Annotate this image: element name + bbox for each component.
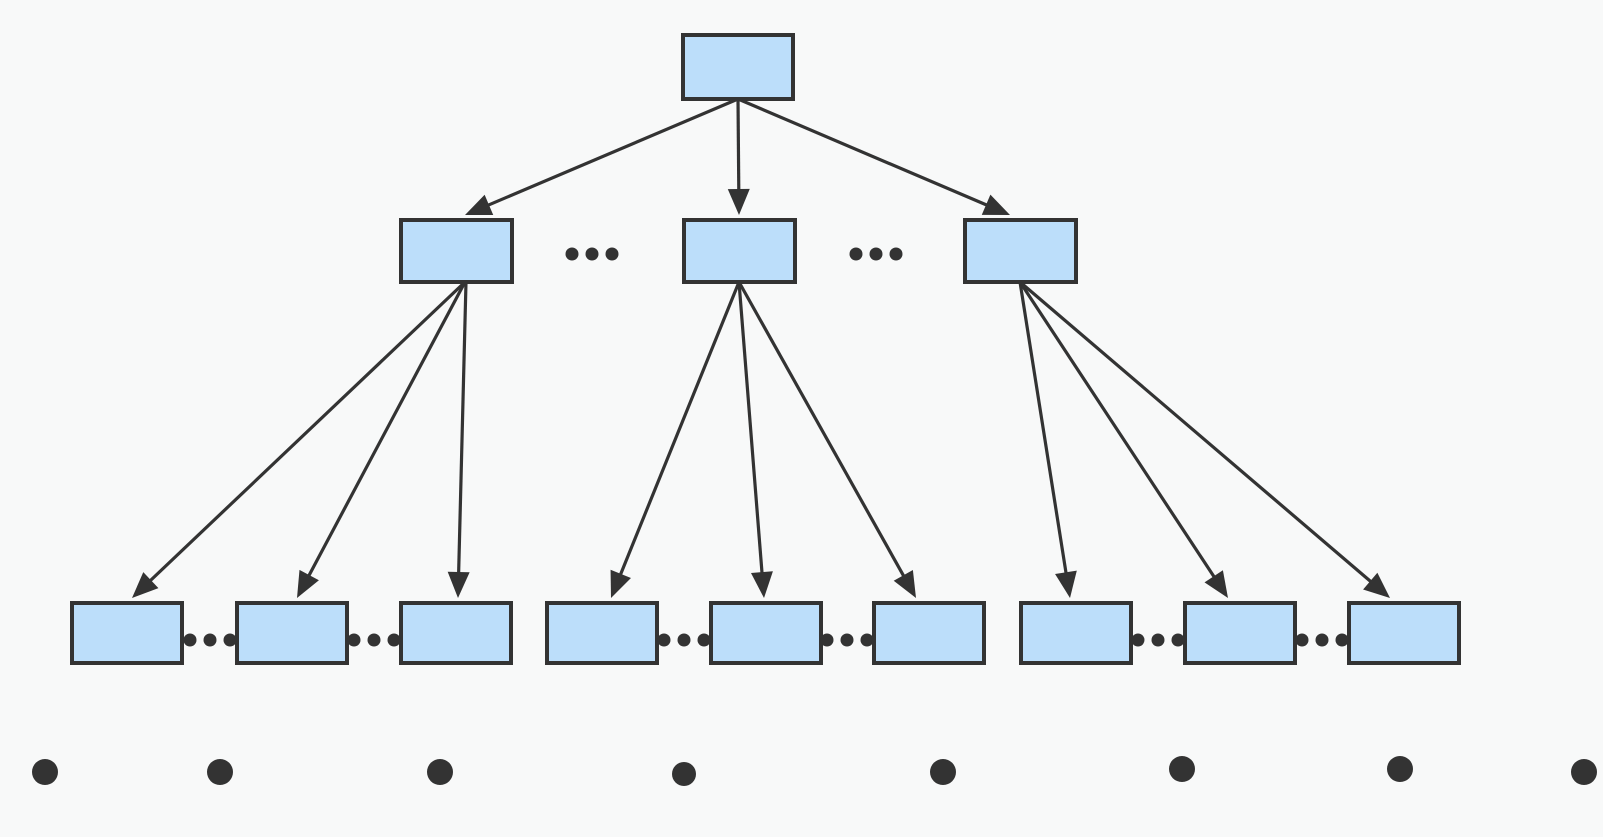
ellipsis-dot <box>585 247 599 261</box>
ellipsis-dot <box>1151 633 1165 647</box>
ellipsis-dot <box>869 247 883 261</box>
edge-arrowhead <box>132 572 159 598</box>
tree-node-box[interactable] <box>70 601 184 665</box>
tree-node-box[interactable] <box>1347 601 1461 665</box>
terminal-dot <box>32 759 58 785</box>
tree-node-box[interactable] <box>399 218 514 284</box>
edge-arrowhead <box>981 194 1010 215</box>
tree-node-box[interactable] <box>1183 601 1297 665</box>
tree-node-box[interactable] <box>872 601 986 665</box>
terminal-dot <box>427 759 453 785</box>
ellipsis-dot <box>677 633 691 647</box>
tree-edge <box>737 281 765 579</box>
tree-edge <box>1018 280 1376 587</box>
terminal-dots-group <box>32 756 1597 786</box>
ellipsis-dot <box>183 633 197 647</box>
tree-edge <box>1018 281 1219 583</box>
terminal-dot <box>1387 756 1413 782</box>
ellipsis-dot <box>347 633 361 647</box>
tree-node-box[interactable] <box>545 601 659 665</box>
ellipsis-dot <box>849 247 863 261</box>
ellipsis-dot <box>605 247 619 261</box>
tree-node-box[interactable] <box>399 601 513 665</box>
tree-node-box[interactable] <box>682 218 797 284</box>
terminal-dot <box>930 759 956 785</box>
ellipsis-dot <box>1335 633 1349 647</box>
edge-arrowhead <box>447 571 470 598</box>
ellipsis-dot <box>1315 633 1329 647</box>
ellipsis-dot <box>367 633 381 647</box>
ellipsis-dot <box>840 633 854 647</box>
ellipsis-dot <box>1131 633 1145 647</box>
tree-edge <box>1018 281 1069 579</box>
ellipsis-dot <box>860 633 874 647</box>
ellipsis-dot <box>1295 633 1309 647</box>
ellipsis-dot <box>203 633 217 647</box>
nodes-group <box>70 33 1461 665</box>
edge-arrowhead <box>727 188 750 215</box>
tree-node-box[interactable] <box>681 33 795 101</box>
tree-edge <box>736 98 741 196</box>
ellipsis-dot <box>657 633 671 647</box>
edges-group <box>132 97 1390 598</box>
ellipsis-dot <box>889 247 903 261</box>
ellipsis-dot <box>1171 633 1185 647</box>
tree-edge <box>482 97 739 209</box>
ellipsis-group <box>183 247 1349 647</box>
tree-edge <box>737 97 993 209</box>
edge-arrowhead <box>465 194 494 215</box>
edge-arrowhead <box>1204 570 1228 598</box>
tree-edge <box>145 280 467 586</box>
ellipsis-dot <box>820 633 834 647</box>
tree-node-box[interactable] <box>963 218 1078 284</box>
tree-edge <box>456 281 468 579</box>
tree-edge <box>304 281 467 582</box>
terminal-dot <box>1571 759 1597 785</box>
terminal-dot <box>672 762 696 786</box>
ellipsis-dot <box>387 633 401 647</box>
edge-arrowhead <box>750 571 773 598</box>
terminal-dot <box>207 759 233 785</box>
tree-edge <box>737 281 908 582</box>
ellipsis-dot <box>223 633 237 647</box>
tree-node-box[interactable] <box>1019 601 1133 665</box>
ellipsis-dot <box>697 633 711 647</box>
tree-edge <box>617 281 741 581</box>
edge-arrowhead <box>893 569 916 598</box>
tree-node-box[interactable] <box>709 601 823 665</box>
edge-arrowhead <box>1055 570 1077 598</box>
edge-arrowhead <box>297 569 319 598</box>
ellipsis-dot <box>565 247 579 261</box>
edge-arrowhead <box>1363 572 1390 598</box>
terminal-dot <box>1169 756 1195 782</box>
edge-arrowhead <box>610 569 631 598</box>
tree-node-box[interactable] <box>235 601 349 665</box>
